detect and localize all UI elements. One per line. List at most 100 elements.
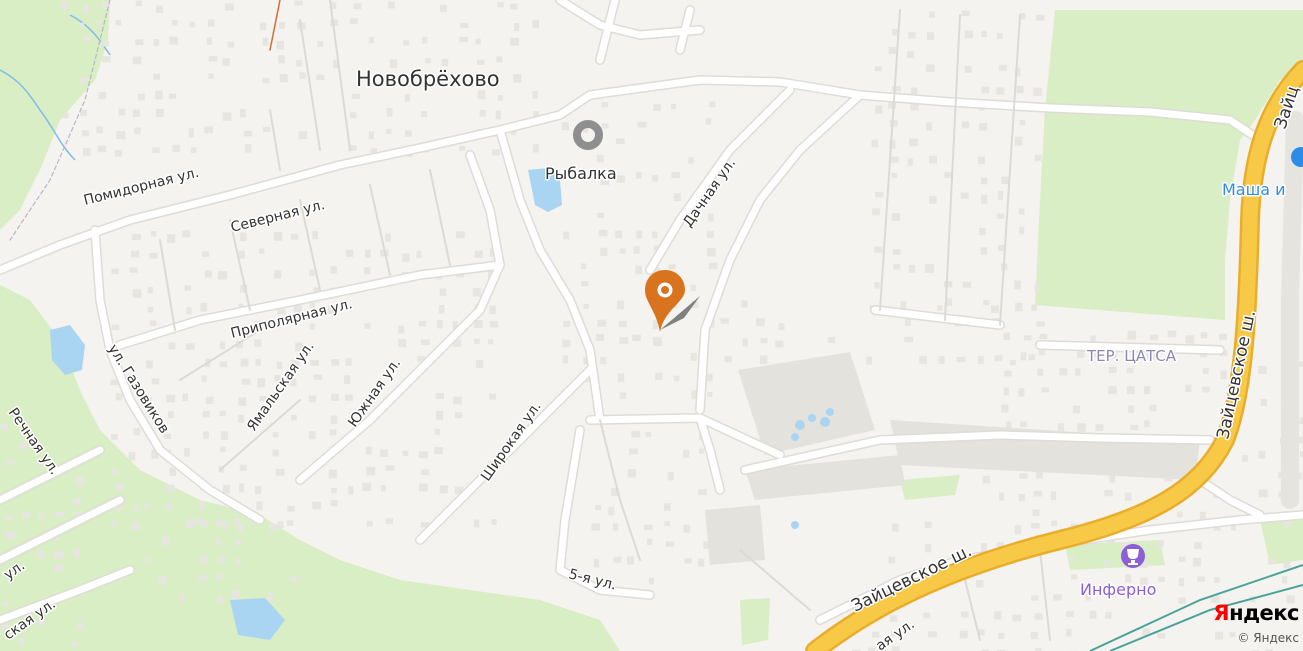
building [1200,332,1208,339]
building [513,74,522,83]
building [169,36,179,45]
building [489,320,499,328]
building [152,147,160,153]
building [1039,333,1048,340]
building [511,129,517,136]
building [619,392,626,399]
building [598,229,608,237]
building [497,95,504,101]
building [532,19,540,29]
building [1286,595,1295,604]
building [18,637,25,644]
poi-masha[interactable]: Маша и [1221,147,1303,201]
building [1284,613,1290,620]
map-attribution[interactable]: © Яндекс [1237,631,1299,645]
poi-rybalka[interactable]: Рыбалка [544,120,618,185]
building [981,194,988,204]
building [344,375,351,385]
building [1192,557,1201,567]
building [875,191,884,198]
building [1109,475,1116,483]
building [234,518,240,526]
building [900,301,907,310]
building [1267,558,1276,565]
building [904,336,914,343]
building [635,265,643,275]
building [149,320,157,326]
building [132,233,141,241]
building [298,131,308,140]
building [890,630,899,637]
building [204,126,214,134]
building [1149,334,1159,341]
building [299,72,306,79]
poi-rybalka-label: Рыбалка [545,164,617,183]
building [164,433,172,439]
building [1210,595,1220,603]
building [562,339,571,348]
building [611,487,619,496]
building [172,144,180,153]
building [419,483,428,492]
building [364,267,371,275]
building [147,306,154,313]
building [244,144,252,153]
building [380,449,389,458]
map-pin-shadow [660,296,700,330]
building [510,3,518,10]
building [189,21,196,28]
building [673,193,681,202]
building [510,37,520,46]
building [178,593,185,602]
building [475,38,481,45]
building [115,393,123,401]
building [683,449,690,458]
poi-inferno[interactable]: Инферно [1079,544,1158,601]
building [618,320,627,328]
building [215,574,223,580]
building [668,264,676,270]
building [202,251,210,257]
building [115,483,125,491]
building [891,213,901,221]
building [111,520,117,526]
building [600,177,610,185]
building [479,109,486,117]
building [169,467,177,476]
building [278,55,285,64]
building [1035,648,1042,651]
building [150,231,157,237]
building [938,356,945,364]
building [184,285,191,291]
logo-letter-ya: Я [1213,601,1230,625]
map-pin[interactable] [645,270,700,332]
building [2,601,9,607]
building [135,0,143,7]
building [615,230,623,239]
building [998,64,1007,71]
building [601,123,609,129]
building [155,5,163,13]
fishing-ring-icon [573,120,603,150]
yandex-logo[interactable]: Яндекс [1213,601,1299,625]
building [474,320,483,329]
building [198,575,208,582]
building [1030,632,1038,640]
building [1077,349,1085,358]
building [219,410,226,416]
building [1066,610,1074,617]
building [166,394,176,403]
building [1219,333,1228,340]
building [208,73,214,79]
building [1004,370,1012,377]
building [217,595,223,604]
building [1108,366,1117,374]
building [703,541,710,549]
building [1003,332,1011,341]
building [960,192,969,199]
building [368,131,374,140]
building [1038,349,1045,356]
building [38,513,44,521]
